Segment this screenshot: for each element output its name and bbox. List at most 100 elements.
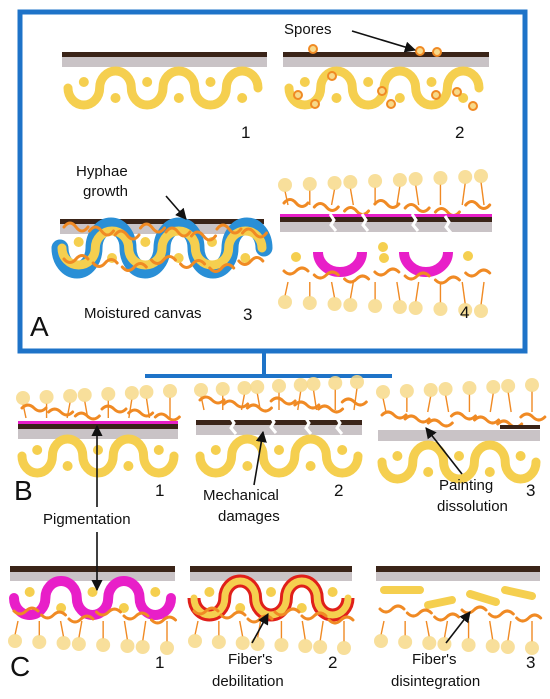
spore [386, 99, 396, 109]
conidiophore [330, 281, 336, 299]
hypha [373, 267, 401, 277]
mechanical-label-line2: damages [218, 508, 280, 525]
conidium [124, 386, 139, 400]
conidiophore [239, 620, 244, 638]
mechanical-arrow [253, 430, 267, 486]
fiber-fragment [501, 586, 536, 600]
fiber-weft [9, 576, 176, 620]
conidium [250, 380, 265, 394]
hypha [460, 605, 488, 615]
fiber-warp-dot [378, 242, 388, 252]
paint-remnant [500, 425, 540, 429]
panel-b-letter: B [14, 475, 33, 506]
paint-layer [280, 217, 492, 222]
conidiophore [349, 187, 355, 206]
conidium [293, 378, 308, 392]
fiber-warp-dot [363, 77, 374, 87]
conidiophore [414, 281, 420, 303]
fiber-weft [195, 434, 363, 478]
fiber-warp-dot [204, 587, 215, 597]
conidium [368, 174, 383, 188]
conidiophore [78, 620, 83, 639]
dissolution-arrow [425, 427, 463, 475]
conidium [8, 634, 22, 648]
conidium [101, 387, 116, 401]
fiber-warp-dot [266, 587, 276, 597]
conidium [139, 385, 154, 399]
paint-layer [190, 566, 352, 572]
panel-c-stage-2 [187, 566, 355, 655]
conidium [327, 176, 342, 190]
conidiophore [194, 620, 199, 636]
conidiophore [444, 394, 450, 413]
fiber-warp-dot [240, 253, 251, 263]
fiber-warp-dot [205, 77, 216, 87]
conidium [392, 173, 407, 187]
spore [432, 47, 442, 57]
conidium [39, 390, 54, 404]
hypha [293, 400, 321, 410]
mechanical-label-line1: Mechanical [203, 487, 279, 504]
a3-number: 3 [243, 305, 252, 324]
conidium [458, 303, 473, 317]
panel-c-stage-3 [374, 566, 543, 655]
hypha [403, 414, 431, 424]
conidium [501, 379, 516, 393]
fiber-warp-dot [93, 445, 103, 455]
ground-layer [283, 56, 489, 67]
conidium [63, 389, 78, 403]
fiber-fragment [466, 590, 500, 606]
conidiophore [382, 397, 387, 413]
ground-layer [190, 572, 352, 581]
a1-number: 1 [241, 123, 250, 142]
conidium [327, 297, 342, 311]
conidium [211, 635, 226, 649]
panel-a-stage-1 [62, 52, 267, 110]
fiber-warp-dot [337, 445, 348, 455]
conidium [408, 172, 423, 186]
hypha [464, 200, 492, 210]
conidium [433, 302, 448, 316]
conidiophore [319, 620, 324, 642]
hypha [433, 612, 461, 622]
fiber-warp-dot [87, 587, 98, 597]
hypha [237, 256, 265, 266]
hypha [405, 608, 433, 618]
hypha [208, 263, 236, 273]
fiber-warp-dot [153, 445, 164, 455]
disintegration-label-line2: disintegration [391, 673, 480, 690]
hyphae-label-line1: Hyphae [76, 163, 128, 180]
hypha [150, 615, 177, 625]
debilitation-arrow [251, 613, 269, 644]
hypha [519, 412, 547, 422]
conidium [408, 301, 423, 315]
fiber-warp-dot [331, 93, 342, 103]
hypha [192, 606, 220, 616]
panel-a-stage-4 [278, 169, 492, 318]
hypha [20, 403, 48, 413]
spore [377, 86, 387, 96]
hypha [312, 270, 340, 280]
ground-layer [376, 572, 540, 581]
fiber-warp-dot [73, 237, 84, 247]
hypha [327, 615, 355, 625]
hypha [403, 203, 431, 213]
pigment-stain [280, 214, 492, 218]
hypha [343, 274, 371, 284]
conidiophore [330, 188, 336, 206]
spore [308, 44, 318, 54]
conidium [461, 638, 476, 652]
hypha [241, 227, 268, 239]
fiber-weft [57, 226, 267, 270]
hypha [120, 262, 148, 272]
conidium [486, 380, 501, 394]
conidiophore [284, 190, 289, 206]
conidium [423, 383, 438, 397]
conidium [392, 300, 407, 314]
conidium [422, 636, 437, 650]
conidiophore [461, 281, 466, 305]
spore [310, 99, 320, 109]
hypha [282, 198, 310, 208]
crack [228, 416, 238, 435]
